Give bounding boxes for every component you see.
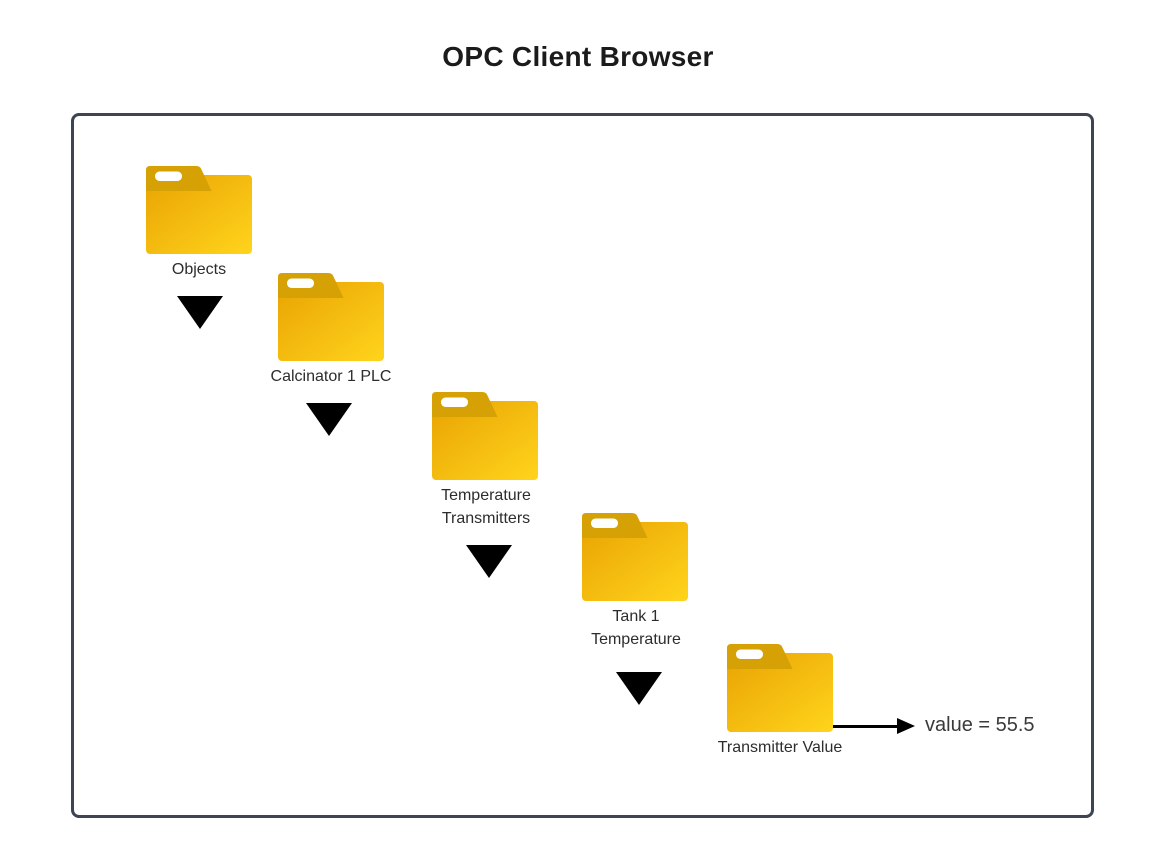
expand-triangle-icon[interactable] xyxy=(616,672,662,705)
folder-icon-objects[interactable] xyxy=(146,166,252,254)
node-label-transmitter-value: Transmitter Value xyxy=(717,739,843,756)
folder-icon-transmitter-value[interactable] xyxy=(727,644,833,732)
node-label-temperature-transmitters: Temperature Transmitters xyxy=(441,487,531,527)
page-title: OPC Client Browser xyxy=(442,41,714,72)
node-label-tank-1-temperature: Tank 1 Temperature xyxy=(591,608,681,648)
node-label-calcinator-1-plc: Calcinator 1 PLC xyxy=(270,368,392,385)
expand-triangle-icon[interactable] xyxy=(306,403,352,436)
folder-icon-calcinator-1-plc[interactable] xyxy=(278,273,384,361)
folder-icon-tank-1-temperature[interactable] xyxy=(582,513,688,601)
arrow-right-head-icon xyxy=(897,718,915,734)
expand-triangle-icon[interactable] xyxy=(466,545,512,578)
arrow-right-icon xyxy=(833,725,897,728)
folder-icon-temperature-transmitters[interactable] xyxy=(432,392,538,480)
expand-triangle-icon[interactable] xyxy=(177,296,223,329)
value-annotation: value = 55.5 xyxy=(925,714,1035,736)
node-label-objects: Objects xyxy=(171,261,227,278)
